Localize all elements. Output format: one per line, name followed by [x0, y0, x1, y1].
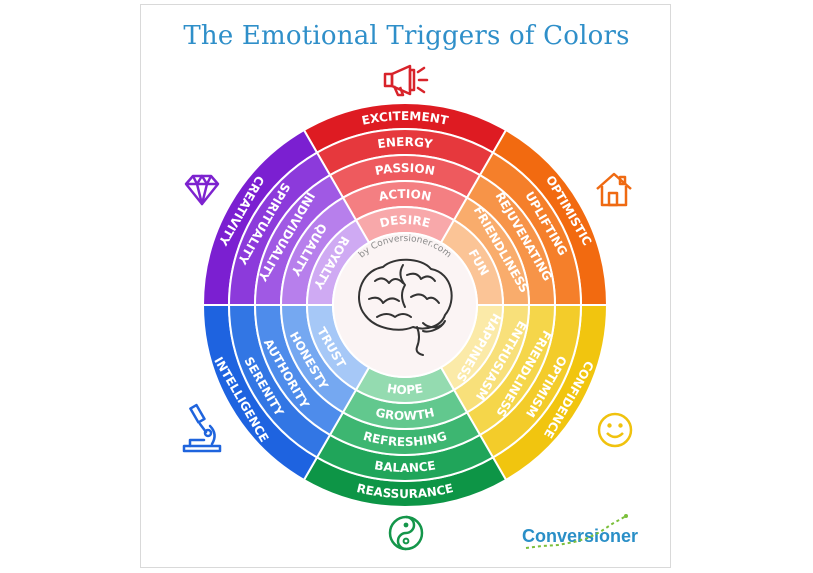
page-title: The Emotional Triggers of Colors	[183, 21, 630, 51]
brand-logo: Conversioner	[522, 526, 639, 546]
wheel-label-red-4: ACTION	[378, 187, 433, 204]
wheel-label-green-1: REASSURANCE	[355, 481, 454, 501]
house-icon	[596, 172, 632, 207]
growth-chart-icon	[525, 514, 628, 549]
wheel-label-green-2: BALANCE	[373, 458, 436, 475]
wheel-label-red-5: DESIRE	[378, 213, 431, 231]
microscope-icon	[182, 403, 222, 453]
yin-yang-icon	[388, 515, 424, 551]
smiley-icon	[597, 412, 633, 448]
brain-icon	[358, 258, 453, 356]
wheel-label-red-2: ENERGY	[377, 135, 434, 151]
wheel-label-green-5: HOPE	[386, 381, 424, 397]
wheel-label-green-4: GROWTH	[374, 405, 436, 423]
wheel-label-red-1: EXCITEMENT	[360, 109, 450, 128]
diamond-icon	[184, 174, 220, 206]
wheel-label-red-3: PASSION	[374, 161, 436, 178]
wheel-label-green-3: REFRESHING	[362, 429, 449, 449]
megaphone-icon	[383, 64, 429, 97]
